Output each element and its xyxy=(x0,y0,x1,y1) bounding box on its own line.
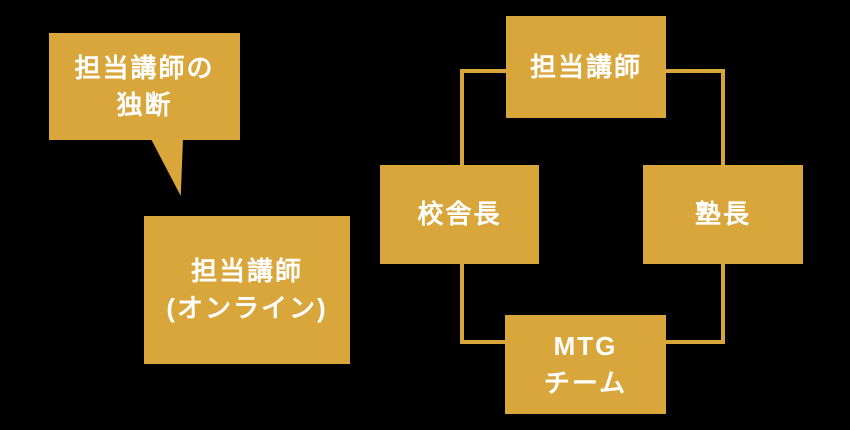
cycle-top-box-instructor: 担当講師 xyxy=(506,16,666,118)
speech-bubble-line1: 担当講師の xyxy=(74,52,215,83)
speech-bubble-tail-icon xyxy=(151,139,183,196)
speech-bubble: 担当講師の 独断 xyxy=(49,33,240,140)
online-instructor-line2: (オンライン) xyxy=(166,293,328,323)
cycle-bottom-label-line2: チーム xyxy=(543,367,628,398)
cycle-bottom-label-line1: MTG xyxy=(553,330,618,361)
cycle-left-label: 校舎長 xyxy=(417,199,502,229)
online-instructor-line1: 担当講師 xyxy=(190,256,303,286)
cycle-right-label: 塾長 xyxy=(694,199,751,229)
cycle-left-box-school-manager: 校舎長 xyxy=(380,165,539,264)
cycle-right-box-principal: 塾長 xyxy=(643,165,803,264)
online-instructor-box: 担当講師 (オンライン) xyxy=(144,216,350,364)
speech-bubble-line2: 独断 xyxy=(116,89,173,120)
cycle-top-label: 担当講師 xyxy=(529,51,642,82)
cycle-bottom-box-mtg-team: MTG チーム xyxy=(505,315,666,414)
